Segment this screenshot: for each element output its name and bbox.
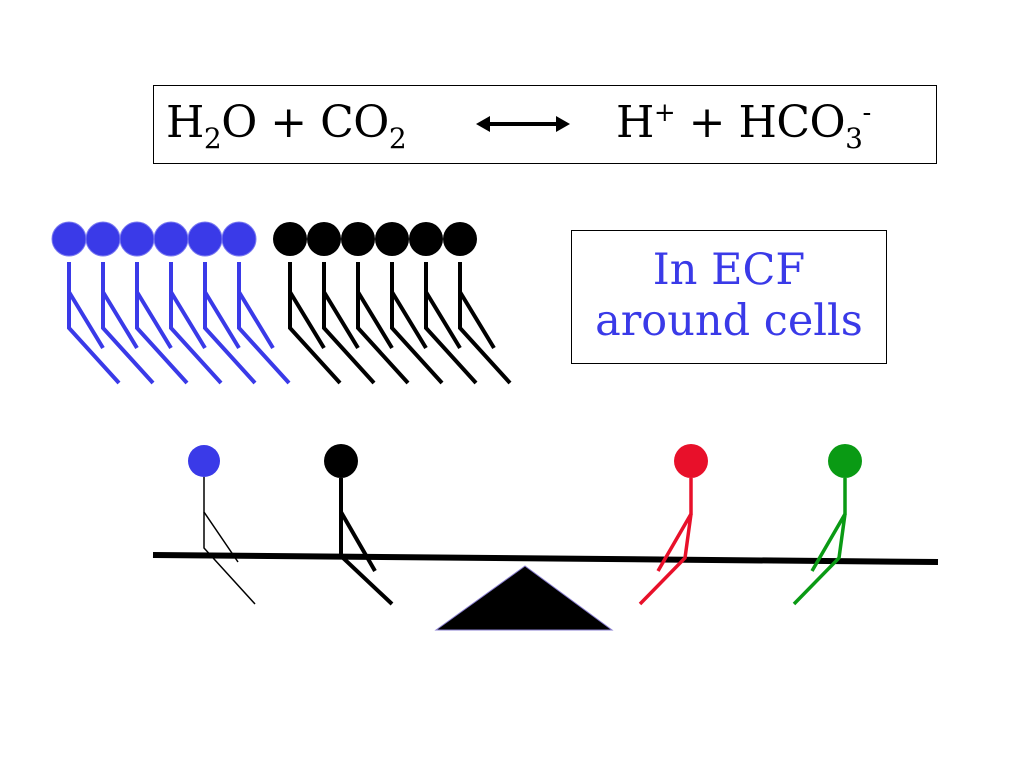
green-molecule-on-seesaw: [792, 444, 862, 606]
ecf-label-line1: In ECF: [652, 245, 806, 295]
black-molecule: [443, 222, 512, 385]
blue-molecule: [153, 221, 223, 385]
seesaw-fulcrum: [434, 565, 614, 631]
black-molecule: [409, 222, 478, 385]
blue-molecule: [187, 221, 257, 385]
blue-molecule: [51, 221, 121, 385]
equation-left-side: H2O + CO2: [166, 97, 407, 155]
black-molecule: [273, 222, 342, 385]
blue-molecule: [119, 221, 189, 385]
black-molecule: [375, 222, 444, 385]
ecf-label-box: In ECF around cells: [571, 230, 887, 364]
ecf-label-line2: around cells: [595, 296, 863, 346]
equation-box: H2O + CO2 H+ + HCO3-: [153, 85, 937, 164]
double-arrow-icon: [476, 116, 570, 132]
black-molecule: [341, 222, 410, 385]
red-molecule-on-seesaw: [638, 444, 708, 606]
black-molecule-on-seesaw: [324, 444, 394, 606]
equation-right-side: H+ + HCO3-: [616, 97, 871, 155]
seesaw-beam: [152, 552, 939, 565]
black-molecule: [307, 222, 376, 385]
blue-molecule-row: [51, 221, 291, 385]
blue-molecule-on-seesaw: [188, 445, 256, 605]
blue-molecule: [221, 221, 291, 385]
black-molecule-row: [273, 222, 512, 385]
